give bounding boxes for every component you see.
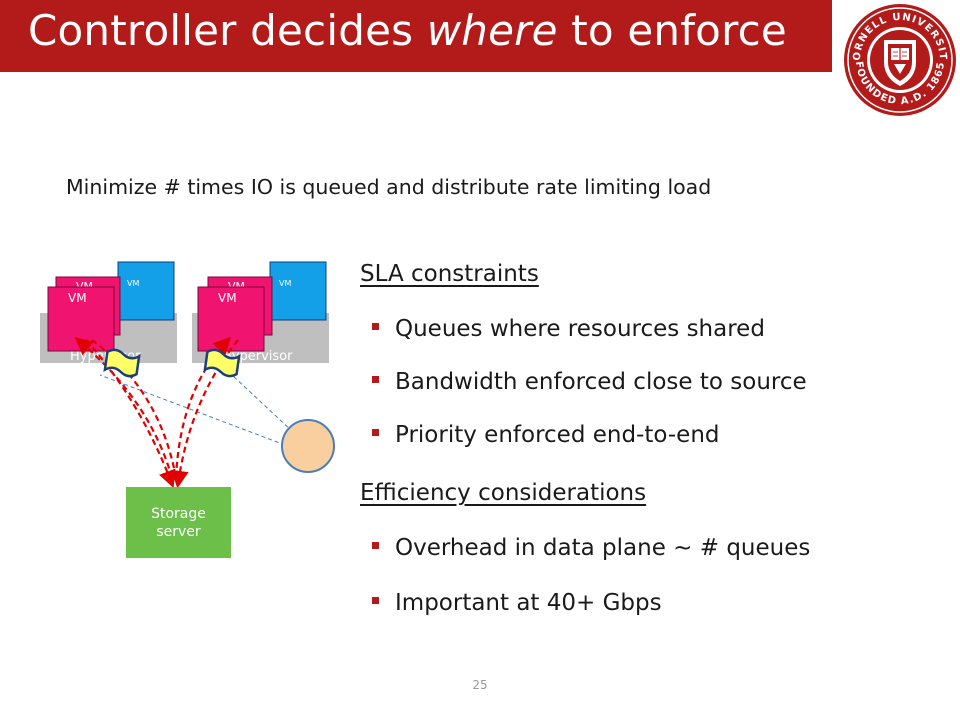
- bullet-item: Queues where resources shared: [372, 316, 765, 342]
- controller-node: [281, 419, 335, 473]
- vm-back-label-1: VM: [127, 279, 139, 288]
- bullet-marker: [372, 376, 379, 383]
- architecture-diagram: Hypervisor VM VM VM Hypervisor VM VM VM: [40, 261, 335, 489]
- bullet-marker: [372, 542, 379, 549]
- bullet-marker: [372, 429, 379, 436]
- title-bar: Controller decides where to enforce: [0, 0, 832, 72]
- io-path-1c: [85, 339, 176, 489]
- title-emphasis: where: [426, 6, 558, 55]
- bullet-item: Bandwidth enforced close to source: [372, 369, 807, 395]
- queue-flag-1: [103, 348, 141, 378]
- bullet-marker: [372, 323, 379, 330]
- control-line-2: [231, 374, 294, 433]
- bullet-item: Priority enforced end-to-end: [372, 422, 720, 448]
- slide-subtitle: Minimize # times IO is queued and distri…: [66, 175, 712, 199]
- storage-server-box: Storage server: [126, 487, 231, 558]
- storage-label-line1: Storage: [151, 505, 206, 522]
- vm-back-label-2: VM: [279, 279, 291, 288]
- bullet-item: Important at 40+ Gbps: [372, 590, 662, 616]
- vm-front-label-1: VM: [68, 291, 87, 305]
- queue-flag-2: [203, 348, 241, 378]
- vm-front-label-2: VM: [218, 291, 237, 305]
- storage-label-line2: server: [156, 523, 201, 540]
- section-heading-efficiency: Efficiency considerations: [360, 480, 647, 506]
- io-path-1a: [74, 337, 174, 479]
- vm-back-1: [117, 261, 175, 321]
- control-line-1: [99, 374, 286, 446]
- bullet-marker: [372, 597, 379, 604]
- cornell-seal-logo: CORNELL UNIVERSITY FOUNDED A.D. 1865: [842, 2, 956, 116]
- vm-back-2: [269, 261, 327, 321]
- page-number: 25: [472, 678, 488, 692]
- section-heading-sla: SLA constraints: [360, 261, 539, 287]
- slide-title: Controller decides where to enforce: [28, 6, 787, 55]
- bullet-item: Overhead in data plane ~ # queues: [372, 535, 810, 561]
